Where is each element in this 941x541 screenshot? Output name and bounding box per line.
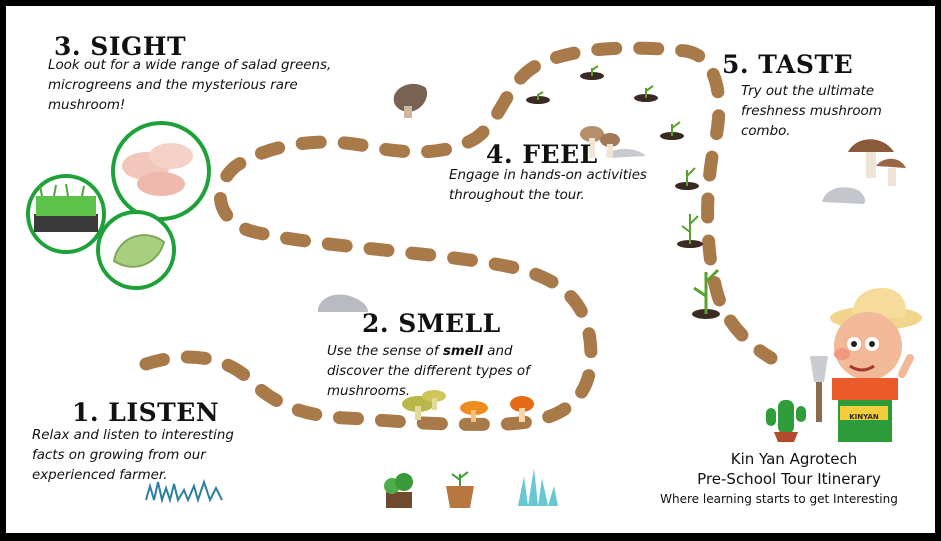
oyster-mushroom-icon xyxy=(122,143,193,196)
sprout-icon xyxy=(675,167,699,190)
sprout-sequence xyxy=(526,65,720,319)
listen-title: 1. LISTEN xyxy=(72,398,220,427)
smell-mushrooms-icon xyxy=(402,390,534,422)
leaf-icon xyxy=(112,234,166,268)
overall-label: KINYAN xyxy=(849,413,879,421)
cactus-icon xyxy=(766,400,806,442)
sprout-icon xyxy=(634,85,658,102)
potted-plant-icon xyxy=(384,473,413,508)
potted-sprout-icon xyxy=(446,471,474,508)
microgreens-tray-icon xyxy=(34,183,98,232)
brand-subtitle: Pre-School Tour Itinerary xyxy=(697,470,881,488)
feel-mushrooms-icon xyxy=(580,126,646,158)
listen-description: Relax and listen to interesting facts on… xyxy=(32,428,234,483)
sprout-icon xyxy=(660,121,684,140)
brand-tagline: Where learning starts to get Interesting xyxy=(660,492,898,506)
smell-desc-before: Use the sense of xyxy=(327,344,443,359)
smell-desc-after: and discover the different types of mush… xyxy=(327,344,530,399)
sprout-icon xyxy=(580,65,604,80)
sight-description: Look out for a wide range of salad green… xyxy=(48,58,332,113)
smell-title: 2. SMELL xyxy=(362,309,501,338)
illustration-layer xyxy=(26,41,922,508)
feel-title: 4. FEEL xyxy=(486,140,598,169)
sight-title: 3. SIGHT xyxy=(54,32,187,61)
sprout-icon xyxy=(677,214,703,248)
grass-icon xyxy=(145,478,223,504)
sight-items xyxy=(26,121,211,290)
taste-description: Try out the ultimate freshness mushroom … xyxy=(741,84,882,139)
smell-description: Use the sense of smell and discover the … xyxy=(327,342,567,402)
tour-path xyxy=(139,41,778,431)
rare-mushroom-icon xyxy=(393,83,428,118)
grass-tuft-icon xyxy=(518,468,558,506)
smell-desc-bold: smell xyxy=(442,344,484,359)
taste-title: 5. TASTE xyxy=(722,50,854,79)
sprout-icon xyxy=(692,268,720,319)
feel-description: Engage in hands-on activities throughout… xyxy=(449,168,647,203)
brand-name: Kin Yan Agrotech xyxy=(730,450,858,468)
sprout-icon xyxy=(526,91,550,104)
taste-mushrooms-icon xyxy=(822,139,906,204)
itinerary-canvas: 1. LISTEN Relax and listen to interestin… xyxy=(6,6,935,533)
farmer-icon xyxy=(810,288,922,442)
rock-icon xyxy=(318,294,368,312)
